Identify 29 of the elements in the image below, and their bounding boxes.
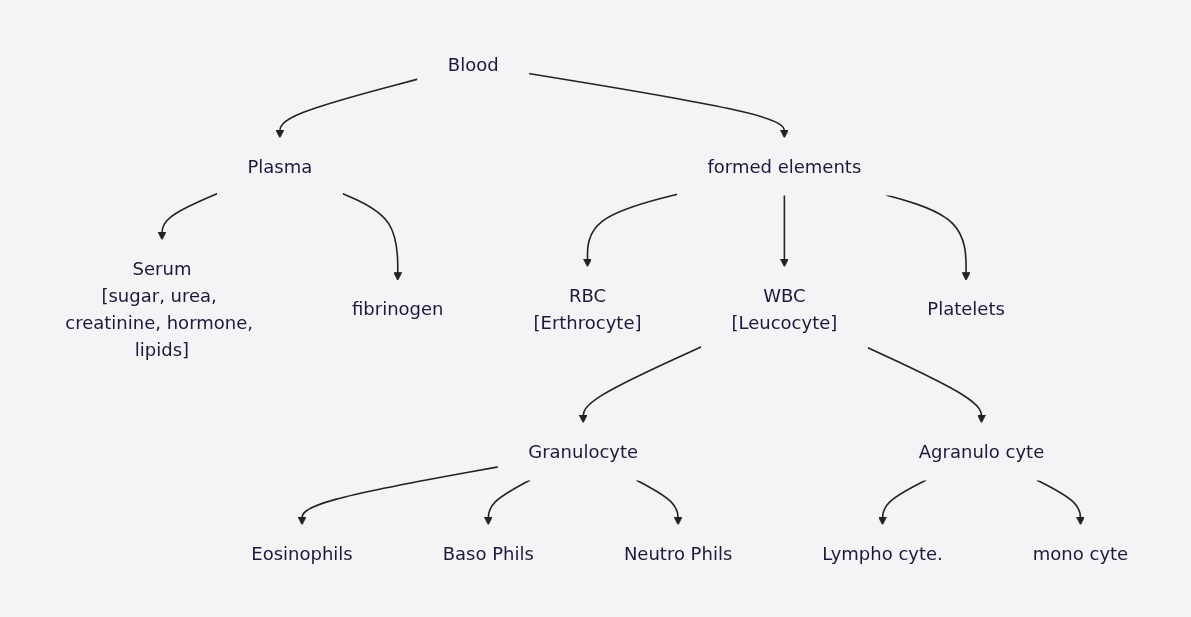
node-text: Baso Phils: [443, 542, 535, 564]
arrow: [158, 192, 219, 240]
node-text: Eosinophils: [251, 542, 354, 564]
node-text: Plasma: [247, 155, 313, 177]
node-text: Platelets: [927, 297, 1006, 319]
node-text: mono cyte: [1033, 542, 1129, 564]
node-text: RBC [Erthrocyte]: [533, 284, 642, 333]
arrow: [1036, 478, 1086, 525]
node-text: Granulocyte: [528, 440, 639, 462]
arrow: [780, 193, 790, 267]
node-text: Blood: [448, 53, 500, 75]
arrow: [484, 478, 532, 525]
arrow: [866, 346, 987, 423]
arrow: [885, 193, 971, 281]
node-text: Serum [sugar, urea, creatinine, hormone, lipids]: [65, 257, 254, 360]
node-text: Agranulo cyte: [919, 440, 1045, 462]
arrow: [583, 192, 679, 267]
arrow: [579, 345, 703, 423]
node-text: Lympho cyte.: [822, 542, 944, 564]
arrow: [528, 72, 790, 138]
arrow: [878, 478, 928, 525]
arrow: [298, 465, 500, 525]
arrow: [341, 192, 403, 281]
arrow: [635, 478, 683, 525]
arrow: [275, 77, 419, 138]
node-text: WBC [Leucocyte]: [731, 284, 838, 333]
node-text: Neutro Phils: [624, 542, 733, 564]
node-text: fibrinogen: [352, 297, 444, 319]
node-text: formed elements: [707, 155, 862, 177]
